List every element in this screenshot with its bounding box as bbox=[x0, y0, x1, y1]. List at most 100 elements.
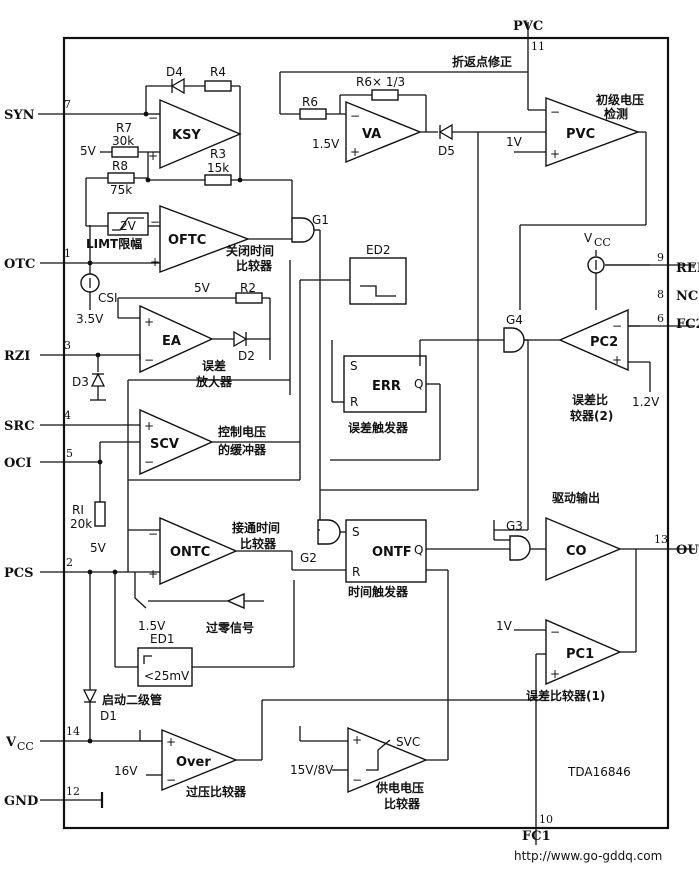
ea-label-1: 误差 bbox=[202, 358, 226, 373]
svg-text:−: − bbox=[550, 625, 560, 639]
pc2-comparator: PC2 − + bbox=[558, 308, 629, 372]
ed2-detector: ED2 bbox=[349, 243, 407, 305]
r2-resistor: R2 5V bbox=[194, 281, 263, 304]
pin-fc2: 6 FC2 bbox=[628, 312, 699, 332]
svg-text:VA: VA bbox=[362, 127, 381, 142]
svg-text:V: V bbox=[584, 231, 593, 245]
svg-text:R6× 1/3: R6× 1/3 bbox=[356, 75, 405, 89]
primary-det-1: 初级电压 bbox=[596, 92, 644, 107]
svg-text:+: + bbox=[148, 567, 158, 581]
pin-rzi-label: RZI bbox=[4, 349, 30, 364]
svg-text:1.5V: 1.5V bbox=[138, 619, 166, 633]
pin-src-label: SRC bbox=[4, 419, 35, 434]
svg-text:KSY: KSY bbox=[172, 128, 201, 143]
pin-oci-label: OCI bbox=[4, 456, 32, 471]
svg-text:+: + bbox=[612, 353, 622, 367]
svg-text:S: S bbox=[350, 359, 358, 373]
pin-fc1: 10 FC1 bbox=[522, 654, 553, 845]
ea-label-2: 放大器 bbox=[195, 374, 233, 389]
svg-text:−: − bbox=[350, 109, 360, 123]
g2-gate: G2 bbox=[300, 519, 341, 565]
pin-nc-label: NC bbox=[676, 289, 698, 304]
svg-text:R3: R3 bbox=[210, 147, 226, 161]
pin-vcc-label: V bbox=[5, 735, 17, 750]
pin-pvc-label: PVC bbox=[513, 19, 543, 34]
oftc-label-2: 比较器 bbox=[236, 258, 273, 273]
svc-label-2: 比较器 bbox=[384, 796, 421, 811]
ontc-label-2: 比较器 bbox=[240, 536, 277, 551]
pin-ref-num: 9 bbox=[657, 251, 664, 264]
svg-text:30k: 30k bbox=[112, 134, 134, 148]
pvc-amplifier: PVC − + bbox=[545, 96, 641, 168]
svc-label-1: 供电电压 bbox=[375, 780, 424, 795]
svg-text:5V: 5V bbox=[90, 541, 107, 555]
d4-diode: D4 bbox=[166, 65, 185, 95]
pin-src-num: 4 bbox=[64, 409, 71, 422]
r6-resistor: R6 bbox=[280, 95, 346, 120]
svg-text:SCV: SCV bbox=[150, 437, 179, 452]
pc1-comparator: PC1 − + bbox=[545, 618, 622, 686]
g4-gate: G4 bbox=[503, 313, 525, 353]
svg-text:5V: 5V bbox=[194, 281, 211, 295]
pin-fc1-num: 10 bbox=[539, 813, 553, 826]
svg-text:R4: R4 bbox=[210, 65, 226, 79]
ec1-label: 误差比较器(1) bbox=[526, 688, 605, 703]
limt-2v-box: 2V bbox=[107, 212, 149, 236]
r3-resistor: R3 15k bbox=[148, 147, 292, 186]
svg-text:D4: D4 bbox=[166, 65, 183, 79]
svg-text:D5: D5 bbox=[438, 144, 455, 158]
svg-text:RI: RI bbox=[72, 503, 84, 517]
scv-label-2: 的缓冲器 bbox=[218, 442, 267, 457]
pin-out: 13 OUT bbox=[620, 533, 699, 558]
pin-rzi-num: 3 bbox=[64, 339, 71, 352]
svg-text:D2: D2 bbox=[238, 349, 255, 363]
pin-rzi: RZI 3 bbox=[4, 339, 140, 364]
over-comparator: Over + − bbox=[161, 728, 238, 792]
ontc-comparator: ONTC − + bbox=[148, 516, 238, 586]
svg-text:ONTF: ONTF bbox=[372, 545, 412, 560]
pin-out-label: OUT bbox=[676, 543, 699, 558]
scv-label-1: 控制电压 bbox=[218, 424, 266, 439]
pin-vcc-sub: CC bbox=[17, 740, 34, 753]
svg-text:PVC: PVC bbox=[566, 127, 595, 142]
limt-label: LIMT限幅 bbox=[86, 236, 142, 251]
svg-text:5V: 5V bbox=[80, 144, 97, 158]
pin-ref: 9 REF bbox=[605, 251, 699, 276]
svg-text:EA: EA bbox=[162, 334, 181, 349]
svg-text:+: + bbox=[550, 667, 560, 681]
pin-src: SRC 4 bbox=[4, 409, 140, 434]
svg-text:15k: 15k bbox=[207, 161, 229, 175]
scv-buffer: SCV + − bbox=[139, 408, 214, 476]
ri-resistor: RI 20k 5V bbox=[70, 501, 107, 555]
svg-text:75k: 75k bbox=[110, 183, 132, 197]
svg-text:15V/8V: 15V/8V bbox=[290, 763, 334, 777]
d1-startup-diode: D1 启动二级管 bbox=[82, 572, 162, 741]
svg-text:Q: Q bbox=[414, 377, 423, 391]
svg-text:G4: G4 bbox=[506, 313, 523, 327]
svg-text:+: + bbox=[150, 255, 160, 269]
ksy-amplifier: KSY − + bbox=[148, 98, 242, 170]
svc-comparator: SVC + − bbox=[347, 726, 428, 794]
svg-text:SVC: SVC bbox=[396, 735, 420, 749]
svg-text:G2: G2 bbox=[300, 551, 317, 565]
pin-oci: OCI 5 bbox=[4, 447, 100, 471]
g1-gate: G1 bbox=[291, 213, 329, 243]
svg-text:1.5V: 1.5V bbox=[312, 137, 340, 151]
svg-text:−: − bbox=[148, 111, 158, 125]
svg-text:−: − bbox=[144, 455, 154, 469]
pin-gnd-label: GND bbox=[4, 794, 38, 809]
svg-text:16V: 16V bbox=[114, 764, 138, 778]
drive-output-label: 驱动输出 bbox=[552, 490, 600, 505]
foldback-label: 折返点修正 bbox=[452, 54, 512, 69]
co-driver: CO bbox=[545, 516, 622, 582]
d5-diode: D5 bbox=[438, 123, 455, 158]
svg-text:−: − bbox=[144, 353, 154, 367]
svg-text:−: − bbox=[352, 773, 362, 787]
svg-text:R6: R6 bbox=[302, 95, 318, 109]
svg-text:<25mV: <25mV bbox=[144, 669, 190, 683]
pin-ref-label: REF bbox=[676, 261, 699, 276]
svg-text:D1: D1 bbox=[100, 709, 117, 723]
svg-text:R7: R7 bbox=[116, 121, 132, 135]
pin-fc2-num: 6 bbox=[657, 312, 664, 325]
